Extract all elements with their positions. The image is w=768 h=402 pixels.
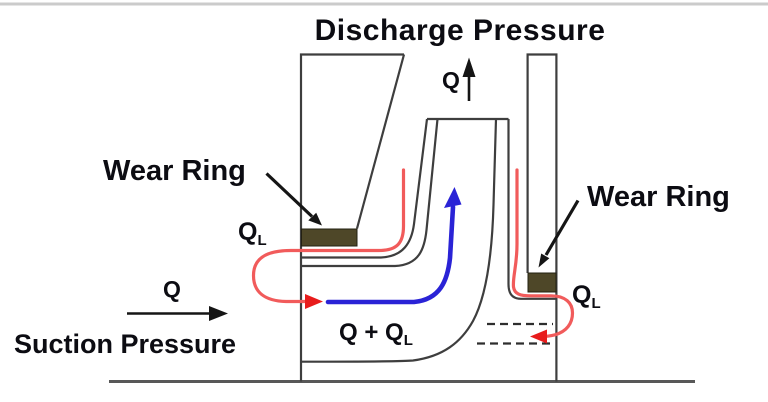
leakage-left-label: QL (238, 218, 267, 249)
leakage-path-right (511, 168, 575, 339)
suction-pressure-label: Suction Pressure (14, 329, 236, 359)
discharge-flow-label: Q (442, 67, 460, 93)
wear-ring-right-label: Wear Ring (587, 181, 730, 213)
front-shroud-inner-curve (301, 118, 439, 268)
wear-ring-left (301, 228, 358, 247)
suction-flow-label: Q (163, 276, 181, 302)
leakage-path-left (251, 168, 406, 304)
combined-flow-label: Q + QL (339, 319, 413, 349)
wear-ring-left-pointer-head (308, 212, 322, 226)
discharge-flow-arrowhead (462, 57, 476, 77)
diagram-title: Discharge Pressure (315, 14, 606, 47)
wear-ring-right-pointer-head (538, 253, 550, 268)
front-shroud-outer-curve (301, 118, 429, 259)
back-shroud-inner-curve (507, 119, 556, 300)
wear-ring-right (527, 272, 557, 293)
leakage-arrowhead-left (305, 294, 323, 309)
wear-ring-left-pointer (265, 172, 314, 218)
suction-flow-arrowhead (209, 306, 228, 321)
right-casing-wall (526, 53, 558, 382)
left-casing-wall (299, 53, 404, 382)
leakage-arrowhead-right (530, 329, 547, 344)
wear-ring-left-label: Wear Ring (103, 155, 246, 187)
back-shroud-outer-curve (300, 118, 498, 363)
main-flow-path (325, 204, 456, 305)
left-casing-slant-edge (355, 54, 406, 229)
wear-ring-right-pointer (544, 199, 580, 256)
leakage-right-label: QL (572, 281, 601, 312)
main-flow-arrowhead (444, 187, 462, 208)
